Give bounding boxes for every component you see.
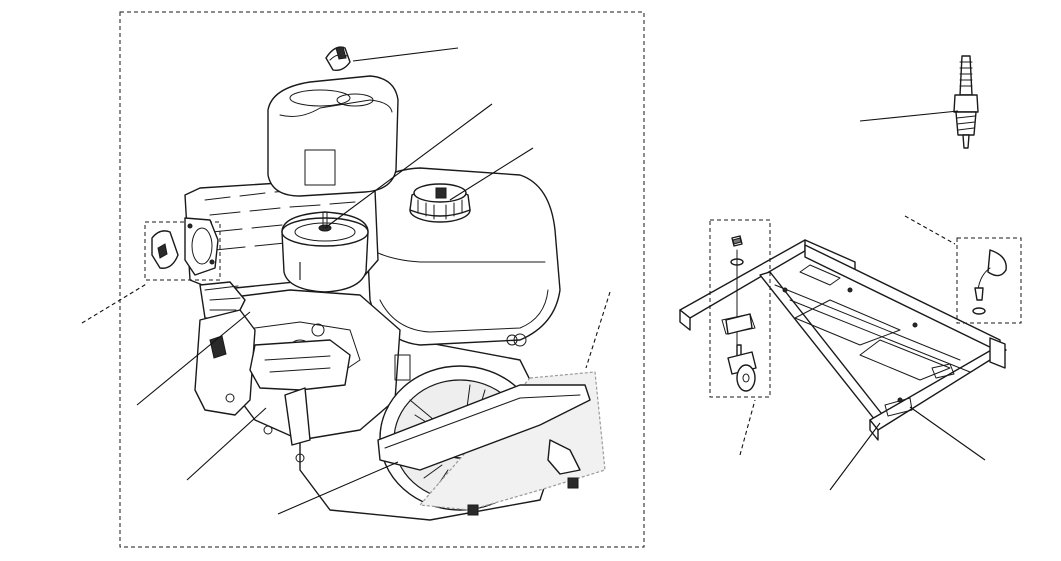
handle-grip: [377, 384, 591, 475]
caster-kit-boundary: [709, 219, 771, 398]
handle-grip-kit: [972, 249, 1007, 315]
leader-handle-bracket: [585, 291, 611, 369]
spark-plug: [953, 55, 979, 149]
frame: [679, 239, 1007, 441]
ignition-housing: [194, 309, 256, 416]
leader-ignition: [186, 407, 267, 481]
leader-caster-kit: [739, 399, 756, 456]
caster-wheel-kit: [725, 235, 757, 392]
engine-group-boundary: [119, 11, 645, 548]
engine-assembly: [144, 46, 606, 521]
leader-air-filter-element: [324, 103, 493, 229]
switch-panel-boundary: [144, 221, 221, 281]
air-filter-cover-knob: [325, 46, 351, 72]
engine-switch-panel: [151, 217, 219, 276]
leader-recoil-starter: [277, 461, 399, 515]
control-bracket: [249, 339, 351, 391]
fuel-tank-cap: [409, 183, 471, 223]
leader-spark-plug: [859, 110, 959, 122]
leader-handle-kit: [904, 215, 956, 245]
handle-kit-boundary: [956, 237, 1022, 324]
leader-frame-left: [829, 422, 881, 491]
leader-carburetor: [136, 311, 251, 406]
governor-arm: [284, 387, 311, 446]
leader-switch-panel: [81, 282, 149, 324]
air-filter-cover: [267, 75, 399, 197]
handle-bolt-right: [567, 477, 579, 489]
leader-air-filter-knob: [352, 47, 459, 62]
air-filter-element: [281, 211, 369, 293]
handle-bolt-left: [467, 504, 479, 516]
leader-frame-right: [909, 406, 986, 461]
leader-fuel-cap: [449, 147, 534, 201]
